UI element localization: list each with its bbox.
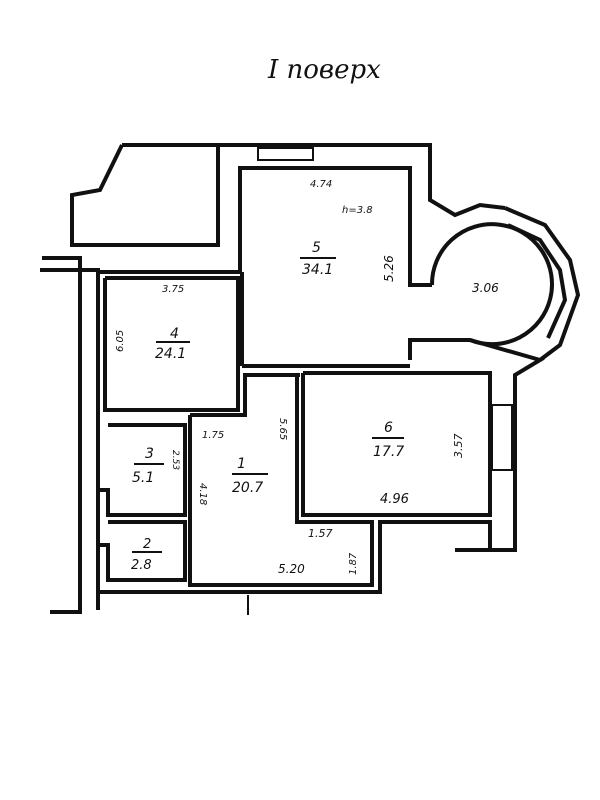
svg-text:5: 5 [312, 240, 321, 256]
svg-text:3: 3 [145, 446, 154, 462]
svg-text:2: 2 [143, 537, 151, 552]
room-2: 2 2.8 [131, 537, 162, 573]
room-5: 5 34.1 4.74 h=3.8 5.26 3.06 [300, 179, 499, 295]
svg-text:4.96: 4.96 [380, 492, 409, 507]
svg-text:h=3.8: h=3.8 [342, 205, 373, 216]
svg-text:20.7: 20.7 [232, 480, 263, 496]
svg-text:1: 1 [237, 456, 246, 472]
svg-text:5.20: 5.20 [278, 562, 305, 576]
svg-text:6.05: 6.05 [115, 330, 126, 352]
svg-text:1.57: 1.57 [308, 527, 333, 540]
svg-text:3.06: 3.06 [472, 281, 499, 295]
room-1: 1 20.7 1.75 4.18 5.65 1.57 1.87 5.20 [197, 418, 359, 576]
svg-text:4: 4 [170, 326, 179, 342]
svg-text:6: 6 [384, 420, 393, 436]
svg-text:1.75: 1.75 [202, 430, 224, 441]
svg-text:5.1: 5.1 [132, 470, 154, 486]
room-4: 4 24.1 3.75 6.05 [115, 284, 190, 362]
svg-text:4.18: 4.18 [197, 483, 208, 505]
svg-text:3.57: 3.57 [452, 434, 465, 459]
svg-text:1.87: 1.87 [348, 552, 359, 575]
svg-text:4.74: 4.74 [310, 179, 332, 190]
svg-text:34.1: 34.1 [302, 262, 333, 278]
room-6: 6 17.7 3.57 4.96 [372, 420, 465, 507]
svg-text:5.65: 5.65 [277, 418, 288, 440]
svg-text:2.8: 2.8 [131, 558, 152, 573]
svg-text:17.7: 17.7 [373, 444, 404, 460]
floor-title: I поверх [267, 55, 381, 85]
walls [40, 143, 581, 615]
svg-text:5.26: 5.26 [382, 255, 396, 282]
svg-text:2.53: 2.53 [170, 450, 180, 470]
room-3: 3 5.1 2.53 [132, 446, 180, 486]
svg-text:24.1: 24.1 [155, 346, 186, 362]
svg-text:3.75: 3.75 [162, 284, 184, 295]
